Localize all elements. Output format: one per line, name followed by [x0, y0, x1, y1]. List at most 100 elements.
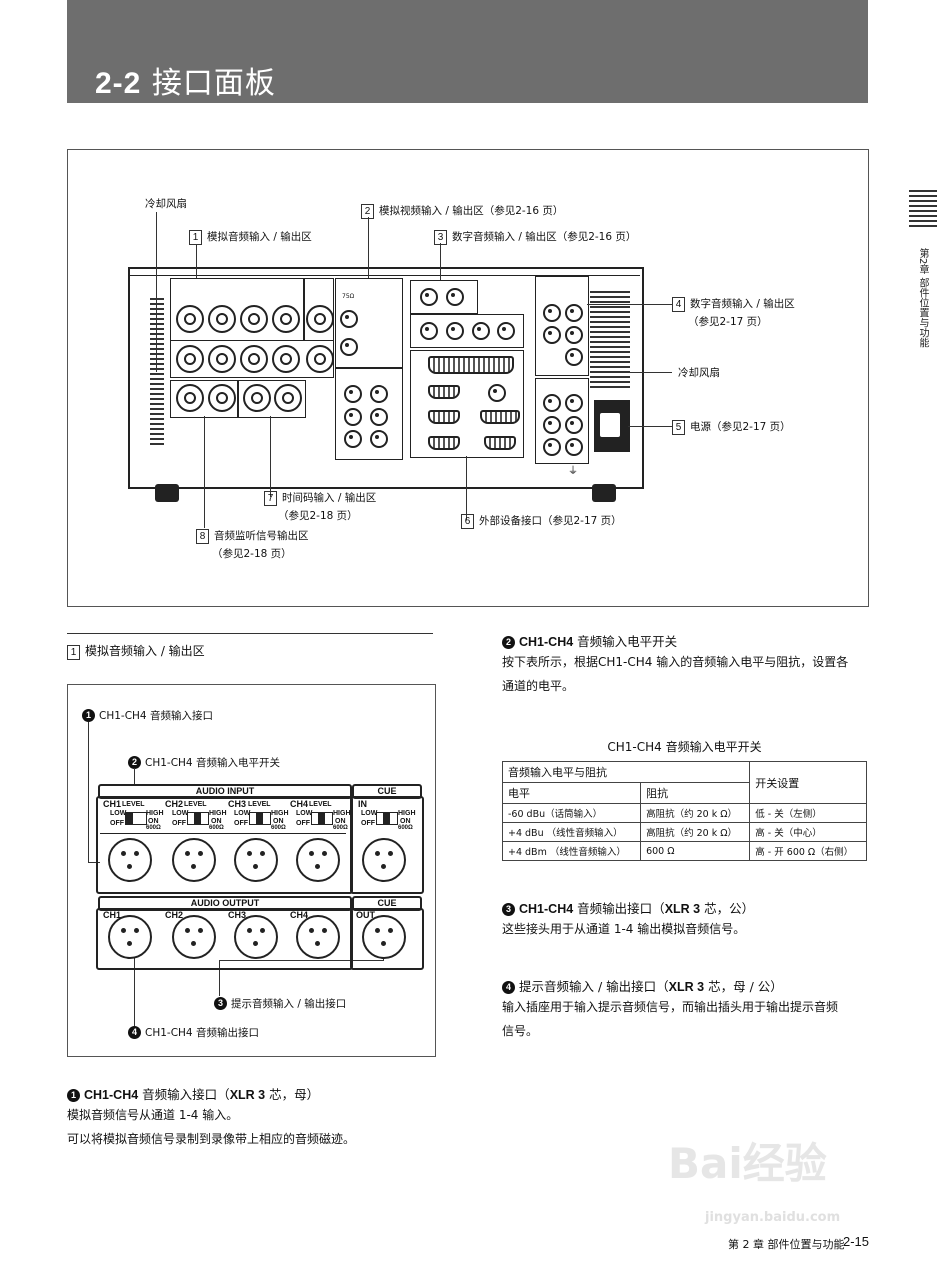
cue-output-bar: CUE — [352, 896, 422, 911]
bnc-connector — [340, 310, 358, 328]
low-label: LOW — [361, 810, 378, 817]
audio-output-panel — [96, 908, 353, 970]
audio-panel-detail-figure — [67, 684, 436, 1057]
xlr-connector — [243, 384, 271, 412]
page-number: 2-15 — [843, 1234, 870, 1249]
section-title: 接口面板 — [151, 66, 276, 101]
bnc-connector — [543, 304, 561, 322]
level-switch[interactable] — [125, 812, 147, 825]
footer-chapter: 第 2 章 部件位置与功能 — [728, 1238, 845, 1251]
bnc-connector — [565, 438, 583, 456]
audio-input-panel — [96, 796, 353, 894]
callout-cooling-fan-left: 冷却风扇 — [145, 198, 187, 210]
high-label: HIGH — [333, 810, 351, 817]
low-label: LOW — [234, 810, 251, 817]
bnc-connector — [565, 348, 583, 366]
high-label: HIGH — [146, 810, 164, 817]
bnc-connector — [565, 326, 583, 344]
xlr-output-connector — [234, 915, 278, 959]
rear-panel-figure — [67, 149, 869, 607]
xlr-connector — [176, 345, 204, 373]
callout-number-box: 7 — [264, 491, 277, 506]
bnc-connector — [565, 394, 583, 412]
xlr-connector — [306, 345, 334, 373]
watermark-logo: Bai经验 — [668, 1139, 827, 1188]
device-top-rim — [128, 267, 640, 276]
bnc-connector — [370, 430, 388, 448]
low-label: LOW — [110, 810, 127, 817]
ac-inlet-socket — [600, 413, 620, 437]
item-3-body: 这些接头用于从通道 1-4 输出模拟音频信号。 — [502, 922, 746, 936]
audio-output-bar: AUDIO OUTPUT — [98, 896, 352, 911]
channel-label: CH3 — [228, 910, 247, 920]
low-label: LOW — [172, 810, 189, 817]
item-4-body: 输入插座用于输入提示音频信号，而输出插头用于输出提示音频 信号。 — [502, 1000, 839, 1038]
channel-label: CH1 — [103, 799, 122, 809]
xlr-connector — [176, 305, 204, 333]
cue-input-panel — [350, 796, 424, 894]
bnc-connector — [344, 408, 362, 426]
callout-text: 音频监听信号输出区 — [214, 530, 309, 542]
xlr-connector — [208, 345, 236, 373]
bnc-connector — [543, 416, 561, 434]
input-connector-row — [100, 833, 346, 889]
callout-number-box: 3 — [434, 230, 447, 245]
level-switch[interactable] — [311, 812, 333, 825]
on-label: ON — [148, 818, 159, 825]
bnc-connector — [497, 322, 515, 340]
ohm-label: 600Ω — [333, 825, 348, 831]
bnc-connector — [543, 394, 561, 412]
level-switch[interactable] — [187, 812, 209, 825]
section-number-box: 1 — [67, 645, 80, 660]
cooling-fan-grill-left — [150, 295, 164, 445]
xlr-cue-input-connector — [362, 838, 406, 882]
level-switch[interactable] — [249, 812, 271, 825]
callout-text: 外部设备接口（参见2-17 页） — [479, 515, 622, 527]
callout-text: 数字音频输入 / 输出区 — [690, 298, 795, 310]
callout-number-box: 2 — [361, 204, 374, 219]
table-row: -60 dBu（话筒输入） 高阻抗（约 20 k Ω） 低 - 关（左侧） — [501, 803, 867, 823]
level-label: LEVEL — [184, 801, 207, 808]
callout-cooling-fan-right: 冷却风扇 — [678, 367, 720, 379]
detail-label-text: CH1-CH4 音频输入电平开关 — [145, 757, 280, 769]
detail-label-text: 提示音频输入 / 输出接口 — [231, 998, 347, 1010]
ground-terminal-icon: ⏚ — [568, 466, 578, 477]
dsub-connector — [428, 436, 460, 450]
bnc-connector — [472, 322, 490, 340]
audio-input-bar: AUDIO INPUT — [98, 784, 352, 799]
table-header-group: 音频输入电平与阻抗 — [501, 761, 751, 783]
callout-text: 时间码输入 / 输出区 — [282, 492, 377, 504]
bnc-connector — [543, 326, 561, 344]
off-label: OFF — [110, 820, 124, 827]
table-header-impedance: 阻抗 — [640, 782, 751, 804]
cue-output-panel — [350, 908, 424, 970]
on-label: ON — [400, 818, 411, 825]
callout-text: 电源（参见2-17 页） — [690, 421, 791, 433]
xlr-connector — [274, 384, 302, 412]
channel-label: CH2 — [165, 799, 184, 809]
xlr-input-connector — [234, 838, 278, 882]
device-foot-right — [592, 484, 616, 502]
bnc-connector — [420, 288, 438, 306]
callout-timecode: 7 时间码输入 / 输出区 — [264, 490, 376, 506]
cooling-fan-grill-right — [590, 288, 630, 388]
xlr-connector — [272, 345, 300, 373]
table-row: +4 dBu （线性音频输入） 高阻抗（约 20 k Ω） 高 - 关（中心） — [501, 822, 867, 842]
xlr-connector — [208, 305, 236, 333]
level-switch[interactable] — [376, 812, 398, 825]
dsub-connector — [428, 385, 460, 399]
callout-text: 数字音频输入 / 输出区（参见2-16 页） — [452, 231, 637, 243]
xlr-output-connector — [108, 915, 152, 959]
bnc-connector — [344, 385, 362, 403]
bnc-connector — [446, 288, 464, 306]
dsub-connector — [428, 356, 514, 374]
dsub-connector — [484, 436, 516, 450]
page-header-bar — [67, 0, 868, 103]
